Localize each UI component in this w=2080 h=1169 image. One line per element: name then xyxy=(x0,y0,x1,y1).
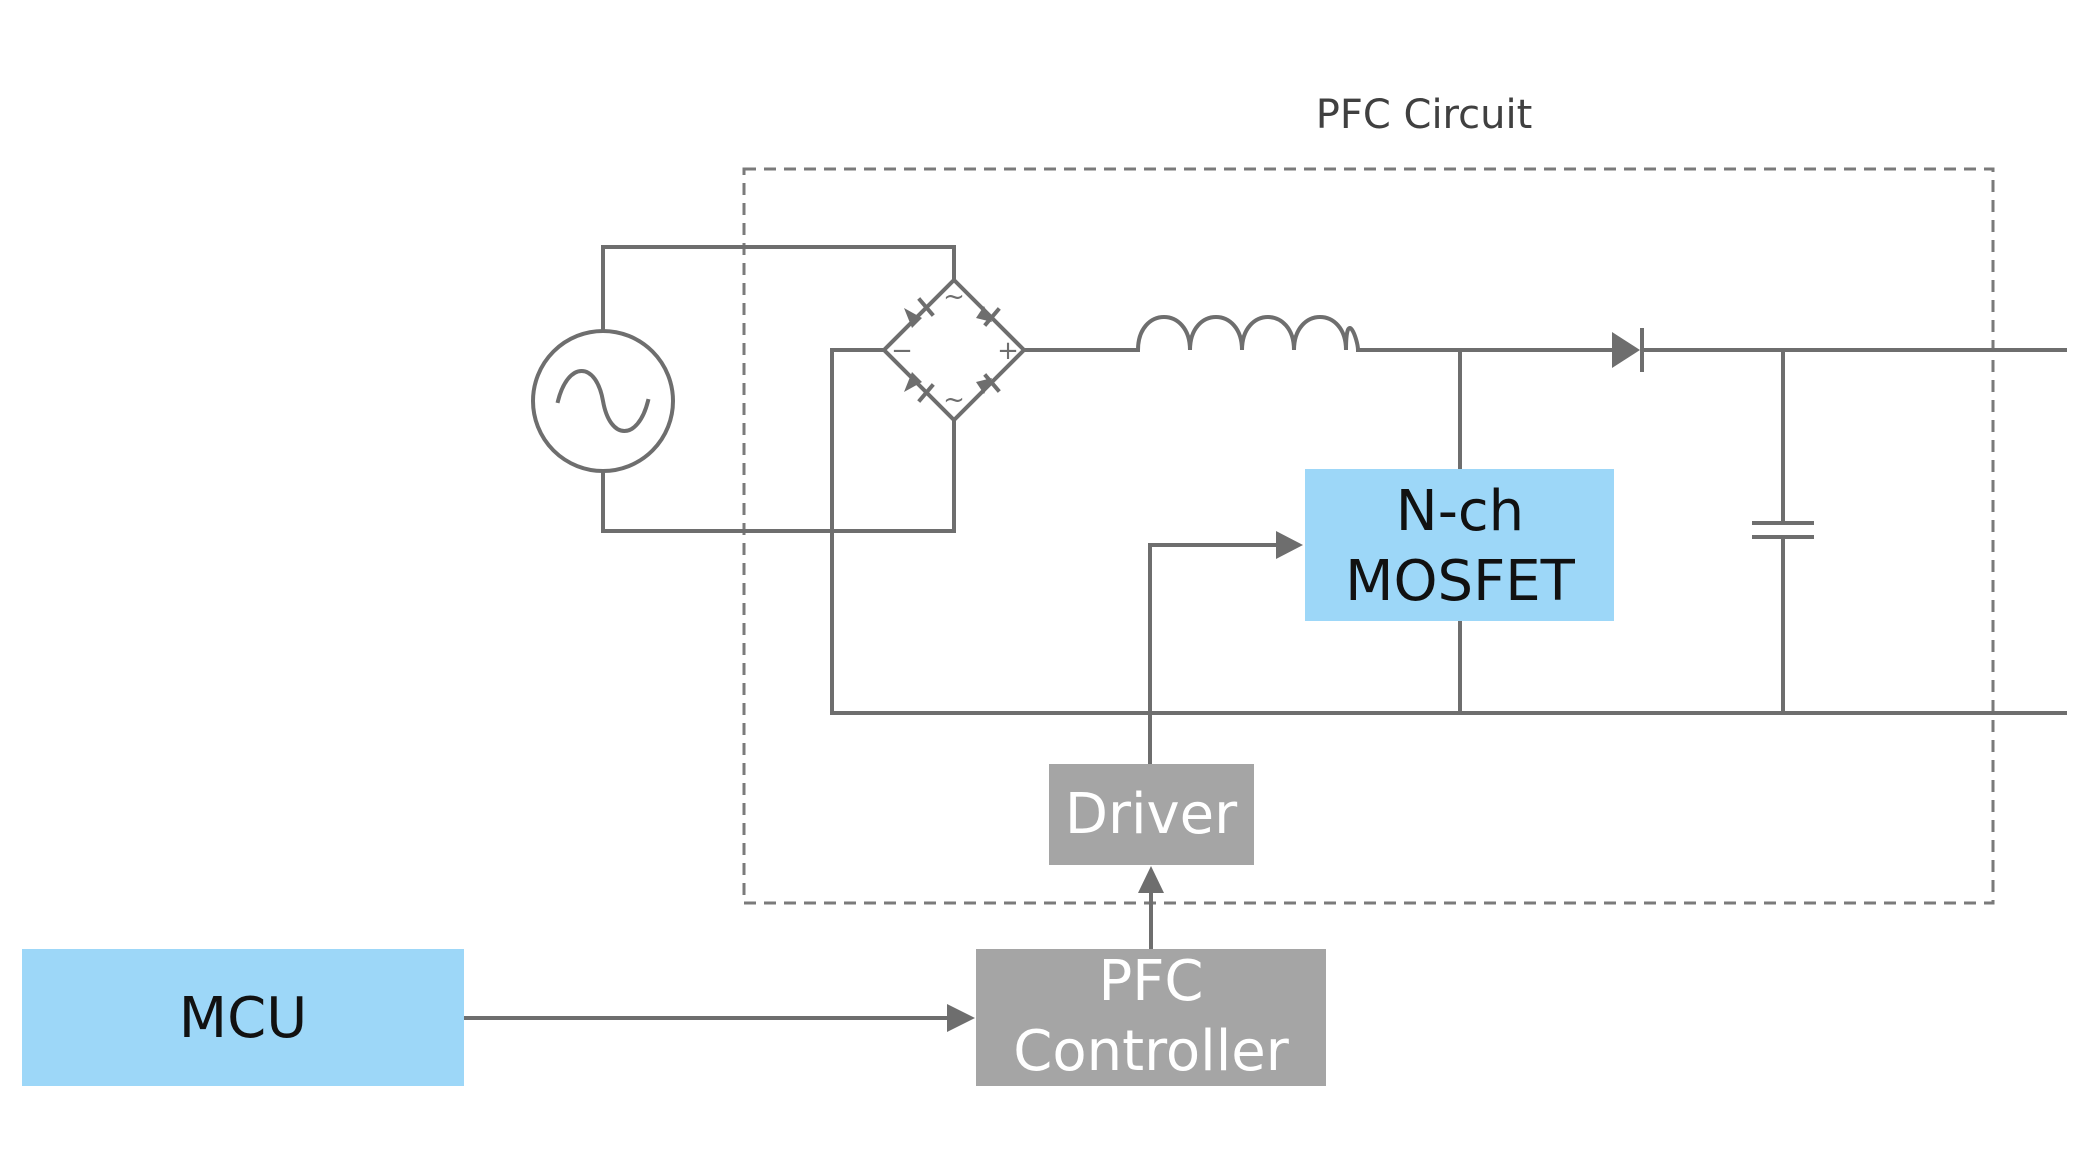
driver-arrowhead-icon xyxy=(1138,866,1164,893)
boost-diode-icon xyxy=(1612,328,1644,372)
gate-drive-wire xyxy=(1148,543,1280,766)
driver-label: Driver xyxy=(1065,782,1238,847)
mosfet-label-line1: N-ch xyxy=(1396,479,1524,544)
bridge-ac-bottom-symbol: ~ xyxy=(943,385,965,415)
bridge-plus-symbol: + xyxy=(997,336,1019,366)
ac-source-icon xyxy=(531,329,675,473)
pfc-controller-label-line1: PFC xyxy=(1098,949,1203,1014)
bridge-rectifier-icon xyxy=(881,277,1027,423)
mcu-label: MCU xyxy=(179,986,307,1051)
driver-block xyxy=(1049,764,1254,865)
boost-inductor-icon xyxy=(1135,315,1361,353)
negative-rail-wire xyxy=(830,348,2067,715)
mcu-block xyxy=(22,949,464,1086)
output-capacitor-icon xyxy=(1752,348,1814,715)
ac-bottom-wire xyxy=(601,418,956,533)
pfc-controller-label-line2: Controller xyxy=(1013,1019,1289,1084)
mosfet-block xyxy=(1305,469,1614,621)
gate-arrowhead-icon xyxy=(1276,531,1303,559)
bridge-ac-top-symbol: ~ xyxy=(943,282,965,312)
pfc-circuit-title: PFC Circuit xyxy=(1316,92,1533,138)
pfc-circuit-boundary xyxy=(742,167,1995,905)
bridge-minus-symbol: − xyxy=(891,336,913,366)
ac-top-wire xyxy=(601,245,956,333)
mosfet-label-line2: MOSFET xyxy=(1345,549,1576,614)
pfc-controller-block xyxy=(976,949,1326,1086)
controller-arrowhead-icon xyxy=(947,1004,975,1032)
